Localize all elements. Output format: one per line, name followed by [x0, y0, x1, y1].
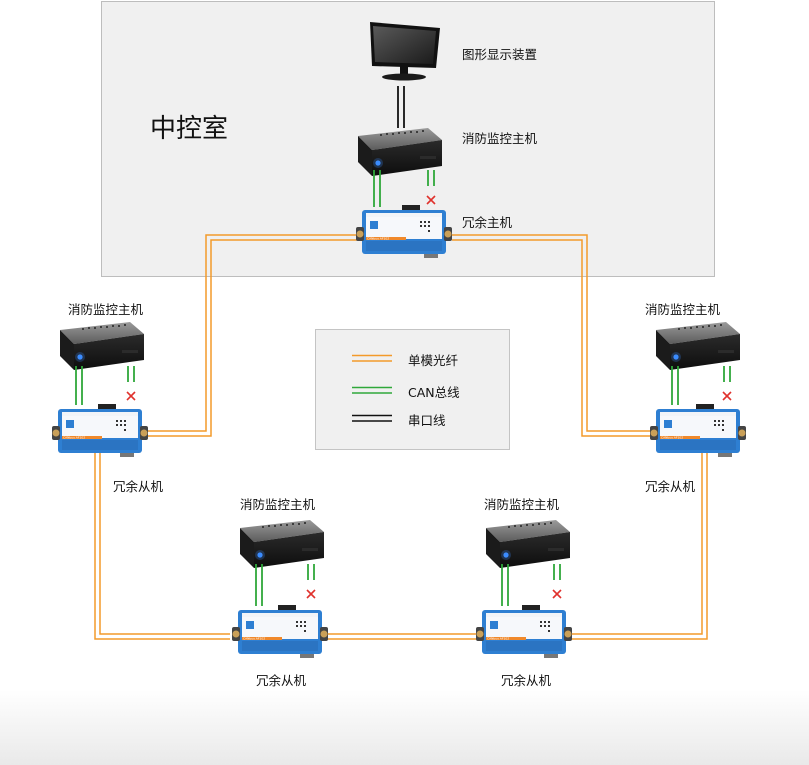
slave-left-label: 冗余从机 [113, 479, 164, 494]
slave-bottom-right-label: 冗余从机 [501, 673, 552, 688]
fail-x-icon [306, 589, 316, 599]
slave-bottom-left-label: 冗余从机 [256, 673, 307, 688]
can-bus-link [671, 366, 731, 405]
legend-serial-label: 串口线 [408, 413, 446, 428]
pc-host-icon [60, 322, 144, 370]
fiber-ring [94, 234, 708, 640]
serial-cable [397, 86, 405, 128]
host-bottom-right-label: 消防监控主机 [484, 497, 560, 512]
control-room-title: 中控室 [150, 114, 229, 144]
can-bus-link [255, 564, 315, 606]
monitor-icon [370, 22, 440, 81]
host-top-label: 消防监控主机 [462, 131, 538, 146]
legend-can-swatch [352, 386, 392, 394]
pc-host-icon [656, 322, 740, 370]
legend-fiber-swatch [352, 354, 392, 362]
pc-host-icon [240, 520, 324, 568]
host-left-label: 消防监控主机 [68, 302, 144, 317]
slave-right-label: 冗余从机 [645, 479, 696, 494]
host-right-label: 消防监控主机 [645, 302, 721, 317]
legend-fiber-label: 单模光纤 [408, 353, 459, 368]
fail-x-icon [126, 391, 136, 401]
legend-serial-swatch [352, 414, 392, 422]
can-converter-icon [52, 404, 148, 457]
can-converter-icon [476, 605, 572, 658]
legend-box [315, 329, 510, 450]
redundant-master-label: 冗余主机 [462, 215, 513, 230]
legend-can-label: CAN总线 [408, 385, 460, 400]
can-bus-link [501, 564, 561, 606]
display-device-label: 图形显示装置 [462, 47, 538, 62]
can-converter-icon [232, 605, 328, 658]
can-bus-link [373, 170, 435, 207]
host-bottom-left-label: 消防监控主机 [240, 497, 316, 512]
fail-x-icon [552, 589, 562, 599]
fail-x-icon [722, 391, 732, 401]
can-bus-link [75, 366, 135, 405]
can-converter-icon [356, 205, 452, 258]
floor-shadow [0, 690, 809, 765]
pc-host-icon [486, 520, 570, 568]
can-converter-icon [650, 404, 746, 457]
